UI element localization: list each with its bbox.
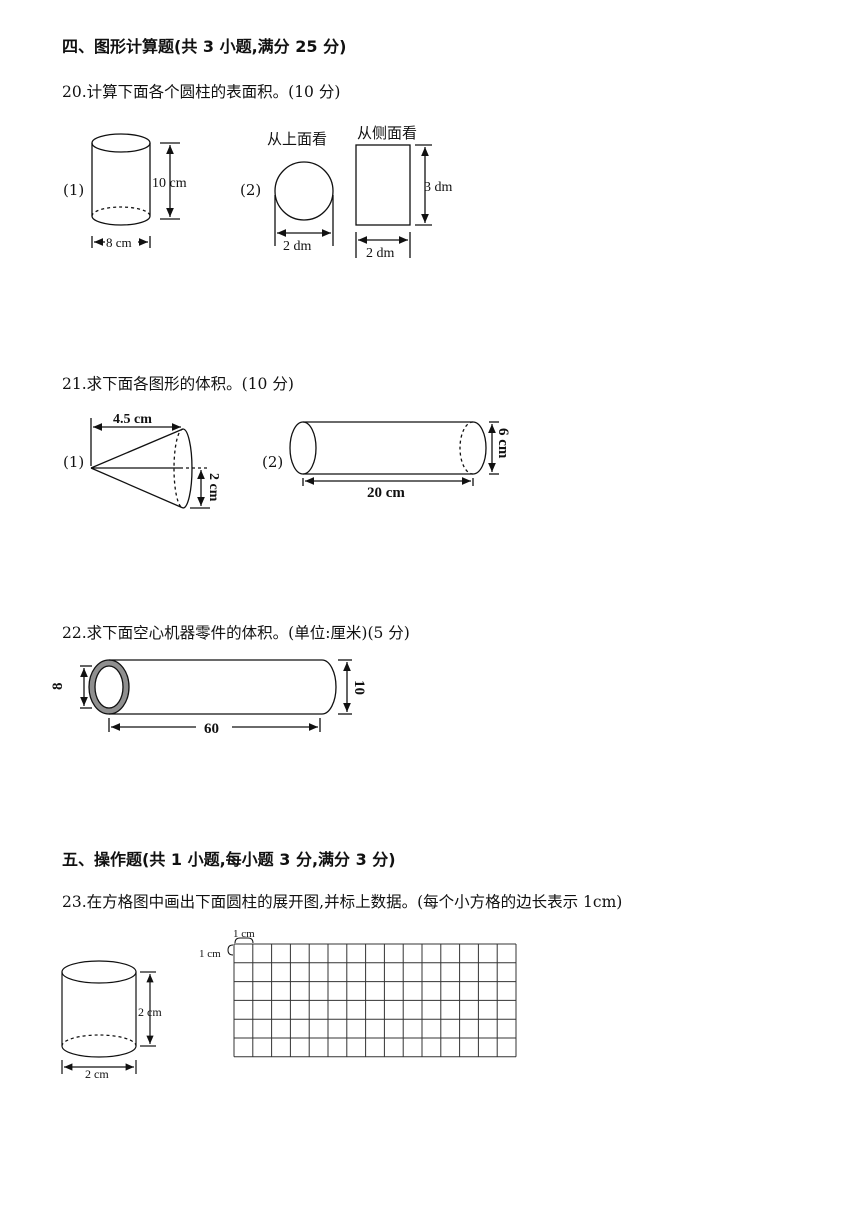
q23-grid-unit-top: 1 cm [233, 928, 255, 940]
q20-fig1-diameter: 8 cm [106, 235, 132, 250]
q20-top-view-label: 从上面看 [267, 130, 327, 148]
q22-length: 60 [204, 721, 219, 737]
q22-outer-diameter: 10 [351, 680, 367, 695]
q21-fig2-label: (2) [262, 453, 284, 471]
q20-rect-height: 3 dm [424, 180, 453, 195]
q20-circle-width: 2 dm [283, 239, 312, 254]
q23-cylinder [61, 960, 156, 1074]
q20-rect-width: 2 dm [366, 246, 395, 261]
question-22-text: 22.求下面空心机器零件的体积。(单位:厘米)(5 分) [62, 624, 410, 642]
question-23-text: 23.在方格图中画出下面圆柱的展开图,并标上数据。(每个小方格的边长表示 1cm… [62, 893, 623, 911]
q20-fig1-label: (1) [63, 181, 85, 199]
q21-cylinder-diameter: 6 cm [495, 428, 511, 459]
q23-top-brace [234, 937, 254, 944]
q21-cylinder-length: 20 cm [367, 485, 405, 501]
section-5-title: 五、操作题(共 1 小题,每小题 3 分,满分 3 分) [62, 850, 396, 869]
q23-left-brace [227, 944, 234, 956]
q22-hollow-tube [80, 659, 352, 732]
q20-side-view-rect [355, 144, 432, 258]
q21-cone-radius: 2 cm [206, 473, 221, 502]
q21-cylinder [289, 421, 499, 486]
q21-cone [90, 418, 210, 509]
q22-inner-diameter: 8 [50, 683, 66, 691]
q21-fig1-label: (1) [63, 453, 85, 471]
question-20-text: 20.计算下面各个圆柱的表面积。(10 分) [62, 83, 341, 101]
q20-fig1-height: 10 cm [152, 176, 187, 191]
q20-fig2-label: (2) [240, 181, 262, 199]
q23-grid[interactable] [233, 943, 517, 1058]
question-21-text: 21.求下面各图形的体积。(10 分) [62, 375, 294, 393]
q20-cylinder-1 [91, 133, 180, 248]
q20-top-view-circle [274, 161, 334, 246]
q21-cone-length: 4.5 cm [113, 412, 152, 427]
q23-grid-unit-left: 1 cm [199, 948, 221, 960]
q20-side-view-label: 从侧面看 [357, 124, 417, 142]
q23-cyl-height: 2 cm [138, 1005, 162, 1019]
q23-cyl-diameter: 2 cm [85, 1067, 109, 1081]
section-4-title: 四、图形计算题(共 3 小题,满分 25 分) [62, 37, 347, 56]
